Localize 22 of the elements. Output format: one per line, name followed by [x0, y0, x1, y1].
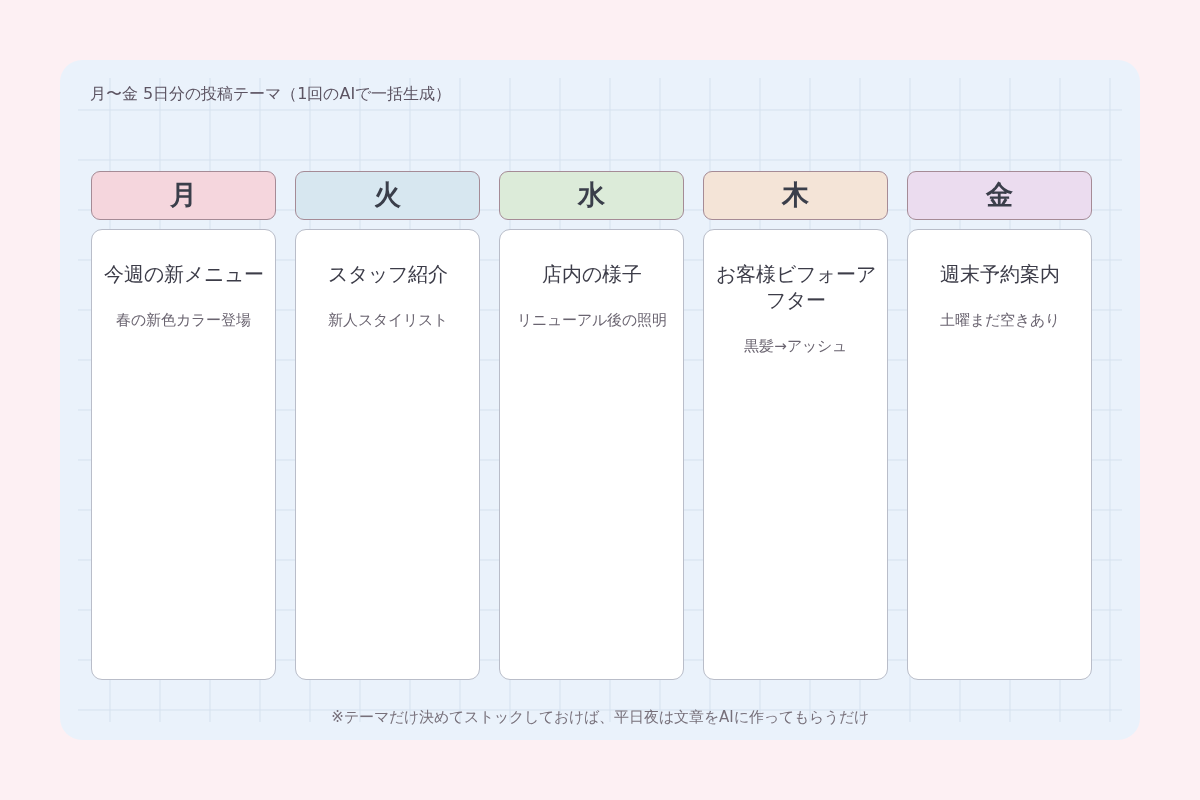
theme-card [907, 229, 1092, 680]
theme-card [703, 229, 888, 680]
theme-title: 週末予約案内 [939, 261, 1060, 287]
theme-title: 今週の新メニュー [103, 261, 264, 287]
footnote: ※テーマだけ決めてストックしておけば、平日夜は文章をAIに作ってもらうだけ [331, 707, 869, 728]
day-header: 水 [499, 171, 684, 220]
panel-title: 月〜金 5日分の投稿テーマ（1回のAIで一括生成） [90, 83, 452, 105]
theme-title: 店内の様子 [541, 261, 642, 287]
day-header: 火 [295, 171, 480, 220]
theme-card [295, 229, 480, 680]
theme-title: お客様ビフォーアフター [714, 261, 877, 313]
theme-detail: 土曜まだ空きあり [939, 310, 1060, 330]
theme-detail: 春の新色カラー登場 [116, 310, 251, 330]
theme-card [91, 229, 276, 680]
theme-detail: 黒髪→アッシュ [744, 336, 847, 356]
theme-card [499, 229, 684, 680]
theme-detail: 新人スタイリスト [327, 310, 448, 330]
day-header: 木 [703, 171, 888, 220]
theme-detail: リニューアル後の照明 [516, 310, 667, 330]
theme-title: スタッフ紹介 [327, 261, 448, 287]
day-header: 金 [907, 171, 1092, 220]
day-header: 月 [91, 171, 276, 220]
